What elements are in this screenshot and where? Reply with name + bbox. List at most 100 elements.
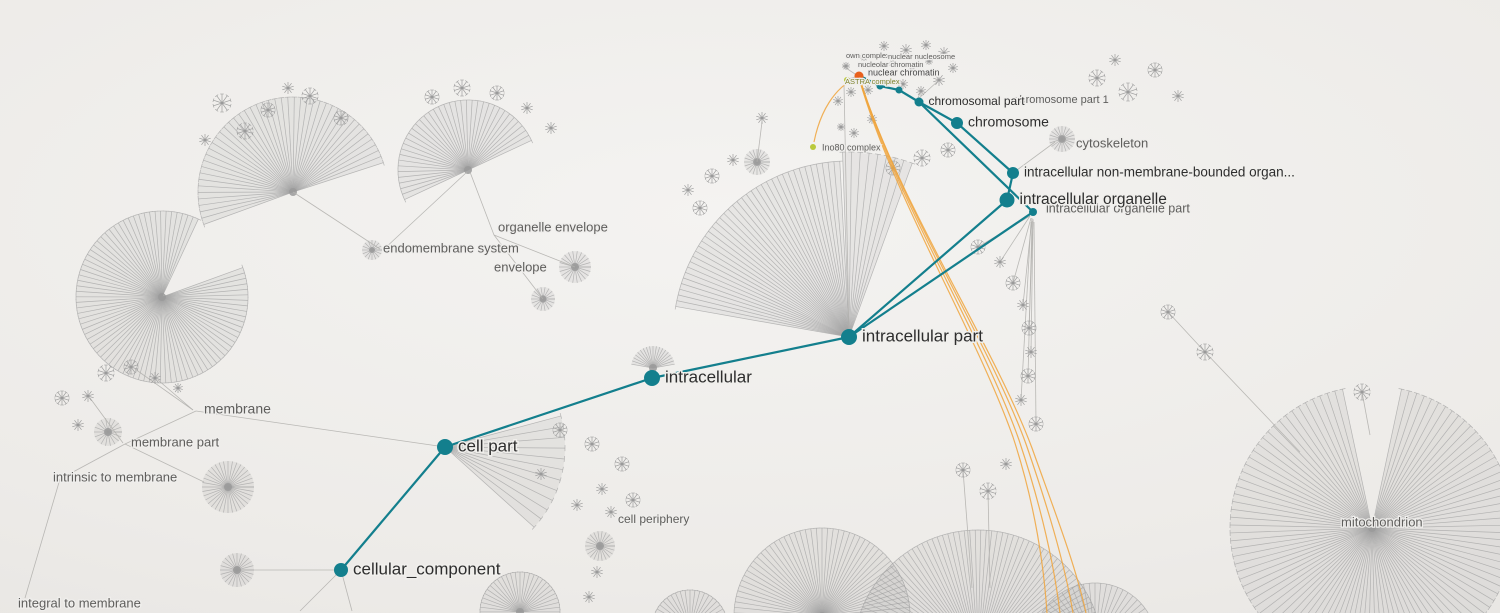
term-label[interactable]: membrane (203, 399, 273, 418)
star-glyph[interactable] (424, 89, 440, 105)
fan-cluster[interactable] (585, 531, 615, 561)
star-glyph[interactable] (236, 122, 254, 140)
star-glyph[interactable] (948, 63, 958, 73)
highlight-node[interactable] (876, 82, 884, 90)
star-glyph[interactable] (282, 82, 294, 94)
term-label[interactable]: own complex (845, 50, 892, 62)
term-label[interactable]: organelle envelope (497, 218, 609, 236)
highlight-node[interactable] (334, 563, 348, 577)
star-glyph[interactable] (898, 79, 908, 89)
star-glyph[interactable] (955, 462, 971, 478)
star-glyph[interactable] (879, 41, 889, 51)
fan-hub-node[interactable] (1368, 524, 1376, 532)
star-glyph[interactable] (1020, 368, 1036, 384)
star-glyph[interactable] (173, 383, 183, 393)
fan-cluster[interactable] (220, 553, 254, 587)
highlight-node[interactable] (895, 86, 903, 94)
fan-cluster[interactable] (75, 210, 249, 384)
star-glyph[interactable] (1025, 346, 1037, 358)
term-label[interactable]: cell periphery (617, 511, 691, 528)
star-glyph[interactable] (571, 499, 583, 511)
star-glyph[interactable] (756, 112, 768, 124)
star-glyph[interactable] (846, 87, 856, 97)
highlight-node[interactable] (1007, 167, 1019, 179)
fan-cluster[interactable] (202, 461, 254, 513)
term-label[interactable]: integral to membrane (17, 594, 142, 612)
star-glyph[interactable] (938, 47, 950, 59)
star-glyph[interactable] (614, 456, 630, 472)
fan-hub-node[interactable] (596, 542, 604, 550)
star-glyph[interactable] (889, 60, 897, 68)
star-glyph[interactable] (860, 53, 868, 61)
fan-cluster[interactable] (397, 99, 534, 203)
term-label[interactable]: intrinsic to membrane (52, 468, 179, 486)
fan-hub-node[interactable] (233, 566, 241, 574)
star-glyph[interactable] (1028, 416, 1044, 432)
star-glyph[interactable] (908, 67, 916, 75)
star-glyph[interactable] (921, 40, 931, 50)
star-glyph[interactable] (1021, 320, 1037, 336)
star-glyph[interactable] (82, 390, 94, 402)
fan-hub-node[interactable] (464, 166, 472, 174)
fan-cluster[interactable] (733, 527, 911, 613)
star-glyph[interactable] (682, 184, 694, 196)
term-label[interactable]: intracellular organelle part (1045, 200, 1192, 217)
star-glyph[interactable] (1015, 394, 1027, 406)
fan-cluster[interactable] (631, 346, 675, 372)
star-glyph[interactable] (1088, 69, 1106, 87)
highlight-node[interactable] (1029, 208, 1037, 216)
fan-cluster[interactable] (859, 529, 1097, 613)
star-glyph[interactable] (97, 364, 115, 382)
highlight-node[interactable] (437, 439, 453, 455)
star-glyph[interactable] (1196, 343, 1214, 361)
star-glyph[interactable] (913, 149, 931, 167)
highlight-node-label[interactable]: intracellular part (861, 325, 985, 347)
term-label[interactable]: envelope (493, 258, 548, 276)
fan-hub-node[interactable] (369, 247, 375, 253)
star-glyph[interactable] (1160, 304, 1176, 320)
star-glyph[interactable] (1353, 383, 1371, 401)
fan-cluster[interactable] (197, 96, 385, 228)
term-label[interactable]: cytoskeleton (1075, 134, 1150, 152)
star-glyph[interactable] (54, 390, 70, 406)
highlight-node-label[interactable]: cellular_component (352, 558, 503, 580)
star-glyph[interactable] (552, 422, 568, 438)
highlight-node-label[interactable]: intracellular (664, 366, 754, 388)
highlight-node[interactable] (951, 117, 963, 129)
star-glyph[interactable] (591, 566, 603, 578)
term-label[interactable]: nuclear chromatin (867, 66, 941, 79)
star-glyph[interactable] (837, 123, 845, 131)
star-glyph[interactable] (1172, 90, 1184, 102)
star-glyph[interactable] (149, 372, 161, 384)
star-glyph[interactable] (727, 154, 739, 166)
highlight-node[interactable] (999, 192, 1015, 208)
star-glyph[interactable] (692, 200, 708, 216)
star-glyph[interactable] (833, 96, 843, 106)
complex-term-node[interactable] (810, 144, 816, 150)
star-glyph[interactable] (933, 74, 945, 86)
term-label[interactable]: chromosome part 1 (1013, 93, 1110, 108)
fan-cluster[interactable] (674, 160, 853, 341)
star-glyph[interactable] (925, 57, 933, 65)
fan-cluster[interactable] (479, 571, 561, 613)
star-glyph[interactable] (863, 85, 873, 95)
star-glyph[interactable] (1000, 458, 1012, 470)
star-glyph[interactable] (1017, 299, 1029, 311)
star-glyph[interactable] (849, 128, 859, 138)
star-glyph[interactable] (453, 79, 471, 97)
star-glyph[interactable] (1109, 54, 1121, 66)
highlight-node-label[interactable]: chromosome (967, 112, 1051, 131)
star-glyph[interactable] (625, 492, 641, 508)
star-glyph[interactable] (940, 142, 956, 158)
star-glyph[interactable] (489, 85, 505, 101)
highlight-node-label[interactable]: intracellular non-membrane-bounded organ… (1023, 163, 1297, 181)
highlight-node[interactable] (644, 370, 660, 386)
fan-hub-node[interactable] (224, 483, 232, 491)
complex-term-node[interactable] (844, 77, 850, 83)
fan-cluster[interactable] (441, 412, 566, 530)
highlight-node-label[interactable]: intracellular organelle (1018, 190, 1168, 210)
star-glyph[interactable] (900, 44, 912, 56)
star-glyph[interactable] (994, 256, 1006, 268)
star-glyph[interactable] (916, 86, 926, 96)
term-label[interactable]: membrane part (130, 433, 221, 451)
